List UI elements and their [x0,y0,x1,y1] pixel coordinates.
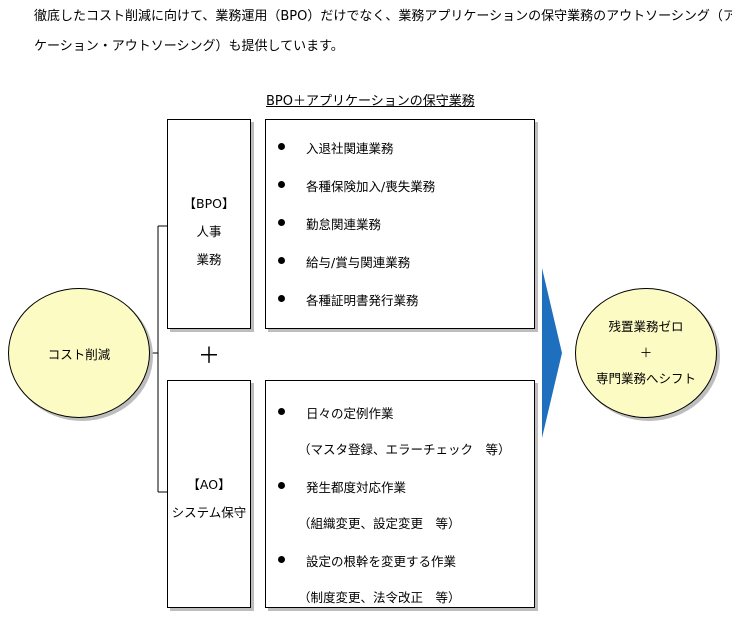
bullet-icon [278,143,285,150]
bpo-item-text: 勤怠関連業務 [306,217,382,232]
bpo-label-tag: 【BPO】 [183,196,235,211]
ao-item-sub: （制度変更、法令改正 等） [298,590,461,605]
bullet-icon [278,408,285,415]
bullet-icon [278,219,285,226]
bpo-label-line-2: 人事 [196,224,222,239]
bullet-icon [278,482,285,489]
arrow-shape [542,268,562,438]
bpo-item-text: 給与/賞与関連業務 [306,255,411,270]
result-ellipse: 残置業務ゼロ ＋ 専門業務へシフト [575,288,717,418]
ao-label-tag: 【AO】 [187,477,231,492]
result-line-1: 残置業務ゼロ [608,319,684,334]
bpo-item-text: 各種証明書発行業務 [306,293,419,308]
diagram-title: BPO＋アプリケーションの保守業務 [266,94,475,109]
bullet-icon [278,556,285,563]
plus-sign: ＋ [198,344,221,369]
ao-item-sub: （組織変更、設定変更 等） [298,516,461,531]
result-line-3: 専門業務へシフト [595,371,696,386]
bpo-items-box: 入退社関連業務 各種保険加入/喪失業務 勤怠関連業務 給与/賞与関連業務 各種証… [265,119,535,329]
intro-line-2: ケーション・アウトソーシング）も提供しています。 [34,39,344,54]
ao-item-sub: （マスタ登録、エラーチェック 等） [298,442,511,457]
bpo-item: 入退社関連業務 [266,138,534,176]
ao-item: 発生都度対応作業 （組織変更、設定変更 等） [266,477,534,551]
cost-reduction-ellipse: コスト削減 [8,288,150,418]
bpo-item: 勤怠関連業務 [266,214,534,252]
bpo-label-line-3: 業務 [196,252,222,267]
bullet-icon [278,181,285,188]
ao-label-box: 【AO】 システム保守 [167,380,251,608]
cost-reduction-label: コスト削減 [47,346,111,362]
bpo-item-text: 各種保険加入/喪失業務 [306,179,436,194]
ao-item-main: 発生都度対応作業 [306,480,407,495]
ao-item-main: 日々の定例作業 [306,406,394,421]
bullet-icon [278,295,285,302]
ao-items-box: 日々の定例作業 （マスタ登録、エラーチェック 等） 発生都度対応作業 （組織変更… [265,380,535,608]
bpo-item: 各種証明書発行業務 [266,290,534,328]
ao-item: 設定の根幹を変更する作業 （制度変更、法令改正 等） [266,551,534,625]
bullet-icon [278,257,285,264]
bpo-item: 各種保険加入/喪失業務 [266,176,534,214]
result-plus: ＋ [639,345,653,360]
ao-label-line-2: システム保守 [171,505,247,520]
bpo-item-text: 入退社関連業務 [306,141,394,156]
intro-line-1: 徹底したコスト削減に向けて、業務運用（BPO）だけでなく、業務アプリケーションの… [34,9,732,24]
ao-item: 日々の定例作業 （マスタ登録、エラーチェック 等） [266,403,534,477]
bpo-item: 給与/賞与関連業務 [266,252,534,290]
bpo-label-box: 【BPO】 人事 業務 [167,119,251,329]
ao-item-main: 設定の根幹を変更する作業 [306,554,457,569]
